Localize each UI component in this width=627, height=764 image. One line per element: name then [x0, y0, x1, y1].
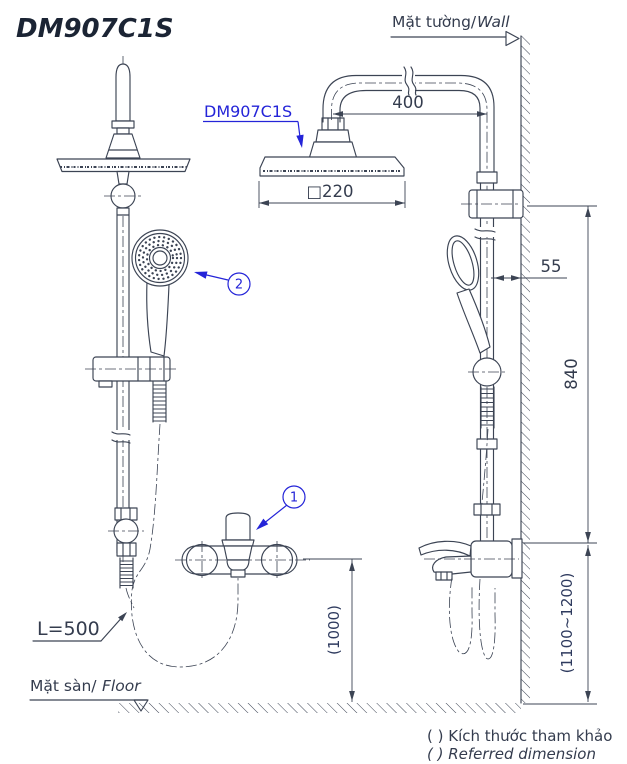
dim-height-text: (1000)	[325, 605, 343, 655]
mixer-side	[418, 503, 523, 581]
dim-arm-text: 400	[392, 93, 424, 112]
dim-offset: 55	[491, 257, 567, 281]
mixer-front	[175, 512, 310, 579]
rain-shower-head-front	[56, 158, 191, 173]
hand-shower-side	[446, 235, 491, 354]
floor-label-vi: Mặt sàn/	[30, 677, 97, 695]
wall-label: Mặt tường/ Wall	[390, 13, 520, 47]
dim-head-width: □220	[258, 181, 406, 208]
front-view	[56, 56, 239, 668]
notes: ( ) Kích thước tham khảo ( ) Referred di…	[427, 727, 612, 763]
callout-1-number: 1	[290, 491, 298, 506]
head-side-view	[259, 117, 405, 177]
floor-section: Mặt sàn/ Floor	[29, 677, 521, 713]
callout-handshower: 2	[193, 268, 251, 296]
side-view	[322, 66, 524, 660]
dim-head-text: □220	[306, 182, 353, 201]
dim-offset-text: 55	[541, 257, 562, 276]
dim-rail: 840	[523, 205, 597, 544]
hose-length-label: L=500	[32, 610, 130, 642]
note-en: ( ) Referred dimension	[427, 745, 596, 763]
dim-arm-reach: 400	[333, 93, 487, 117]
dim-range: (1100~1200)	[523, 545, 597, 705]
callout-2-number: 2	[235, 278, 243, 293]
note-vi: ( ) Kích thước tham khảo	[427, 727, 612, 745]
dim-rail-text: 840	[562, 358, 581, 390]
dim-height: (1000)	[303, 558, 362, 702]
wall-section	[520, 35, 530, 704]
wall-arrow-icon	[505, 30, 520, 47]
shower-hose	[130, 423, 239, 668]
floor-label-en: Floor	[102, 677, 142, 695]
wall-label-en: Wall	[477, 13, 510, 31]
wall-label-vi: Mặt tường/	[392, 13, 477, 31]
product-label: DM907C1S	[203, 102, 306, 149]
hand-shower-front	[131, 229, 189, 357]
dim-range-text: (1100~1200)	[558, 573, 576, 674]
callout-mixer: 1	[253, 485, 306, 533]
product-label-text: DM907C1S	[204, 102, 292, 121]
page-title: DM907C1S	[16, 14, 174, 44]
hose-length-text: L=500	[37, 618, 100, 640]
